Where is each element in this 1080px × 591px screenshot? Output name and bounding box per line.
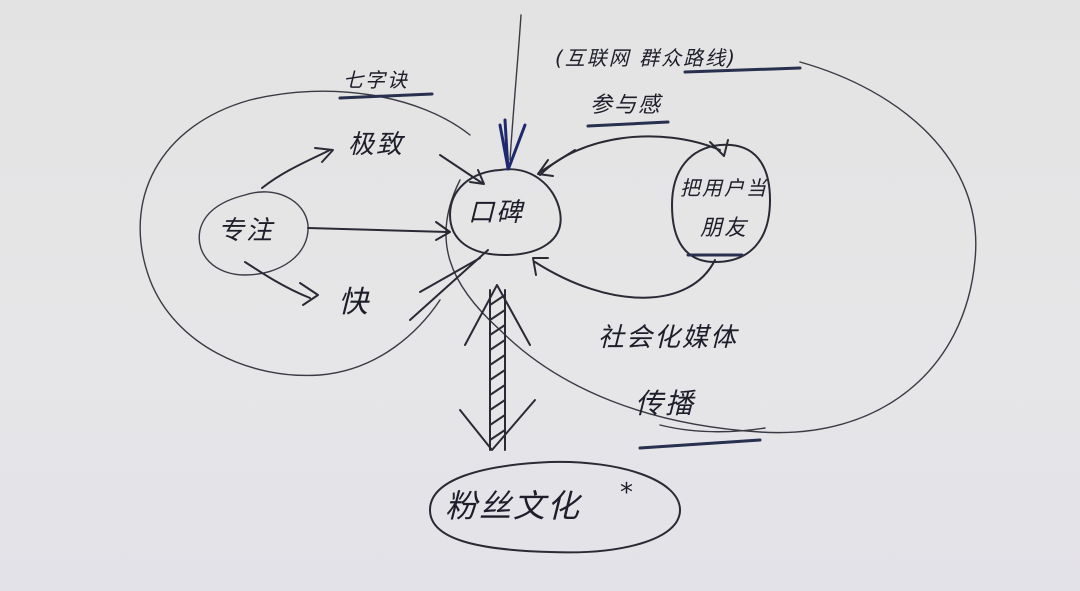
seven-formula-underline — [338, 92, 434, 100]
spread-underline — [638, 438, 762, 450]
fast-label: 快 — [338, 285, 370, 320]
loop-wom-to-friends — [539, 135, 721, 176]
arrowhead-icon — [314, 147, 334, 163]
seven-formula-label: 七字诀 — [343, 68, 409, 92]
extreme-label: 极致 — [348, 130, 405, 160]
arrow-focus-to-wom — [307, 227, 449, 233]
blue-arrow-down — [503, 118, 527, 171]
wom-bubble — [449, 168, 562, 256]
spread-label: 传播 — [635, 387, 696, 420]
word-of-mouth-label: 口碑 — [468, 198, 525, 228]
social-media-label: 社会化媒体 — [598, 323, 739, 353]
arrow-focus-to-extreme — [261, 149, 331, 189]
arrowhead-up-icon — [464, 284, 531, 346]
participation-label: 参与感 — [590, 93, 663, 118]
focus-label: 专注 — [218, 216, 275, 246]
mass-line-loop — [445, 61, 977, 434]
arrowhead-icon — [435, 221, 451, 241]
participation-underline — [586, 120, 670, 128]
focus-bubble — [198, 191, 309, 276]
friends-bubble — [671, 143, 771, 263]
users-as-friends-line2: 朋友 — [700, 216, 749, 241]
loop-friends-to-wom — [534, 259, 716, 299]
mass-line-underline — [683, 66, 802, 74]
arrowhead-icon — [537, 159, 554, 177]
arrowhead-icon — [532, 257, 549, 276]
arrowhead-down-icon — [459, 399, 536, 451]
internet-mass-line-label: (互联网 群众路线) — [555, 46, 737, 70]
arrow-extreme-to-wom — [439, 154, 483, 184]
arrowhead-icon — [299, 282, 319, 306]
arrow-focus-to-fast — [244, 261, 311, 299]
fan-culture-label: 粉丝文化 — [445, 487, 582, 525]
top-input-line — [509, 14, 522, 161]
fan-culture-bubble — [429, 460, 681, 554]
seven-formula-loop — [139, 90, 471, 377]
users-as-friends-line1: 把用户当 — [680, 176, 768, 200]
asterisk-icon: * — [620, 478, 633, 508]
